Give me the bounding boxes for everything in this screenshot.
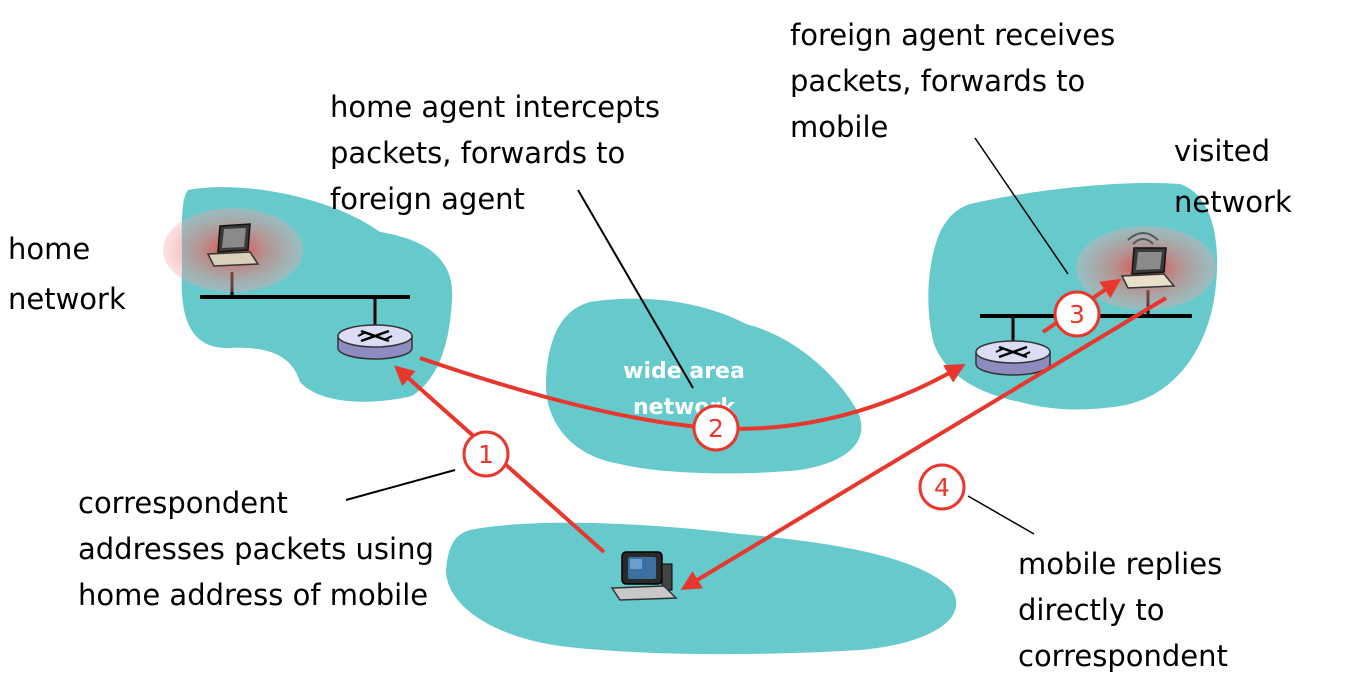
mobile-reply-note-line3: correspondent — [1018, 639, 1228, 673]
home-laptop-icon — [163, 208, 303, 292]
step-4-number: 4 — [934, 473, 950, 502]
correspondent-note-line1: correspondent — [78, 486, 288, 520]
mobile-reply-note-line1: mobile replies — [1018, 547, 1222, 581]
step-4-badge: 4 — [918, 463, 966, 511]
step-3-number: 3 — [1069, 300, 1085, 329]
correspondent-pointer-line — [345, 469, 456, 501]
home-agent-note-line1: home agent intercepts — [330, 90, 660, 124]
correspondent-note-line3: home address of mobile — [78, 578, 428, 612]
visited-network-label-line2: network — [1174, 185, 1292, 219]
foreign-agent-note-line3: mobile — [790, 110, 888, 144]
home-agent-note: home agent intercepts packets, forwards … — [330, 90, 660, 216]
step-1-badge: 1 — [462, 430, 510, 478]
foreign-agent-note: foreign agent receives packets, forwards… — [790, 18, 1115, 144]
step-3-badge: 3 — [1053, 290, 1101, 338]
step-2-badge: 2 — [692, 404, 740, 452]
foreign-agent-router-icon — [975, 340, 1051, 376]
home-agent-pointer-line — [577, 189, 694, 389]
home-network-label-line1: home — [8, 232, 90, 266]
home-agent-note-line3: foreign agent — [330, 182, 525, 216]
visited-network-label: visited network — [1174, 134, 1292, 219]
home-agent-note-line2: packets, forwards to — [330, 136, 625, 170]
foreign-agent-note-line1: foreign agent receives — [790, 18, 1115, 52]
step-1-number: 1 — [478, 440, 494, 469]
mobile-reply-pointer-line — [967, 495, 1035, 535]
foreign-agent-note-line2: packets, forwards to — [790, 64, 1085, 98]
correspondent-computer-icon — [610, 551, 678, 601]
correspondent-note-line2: addresses packets using — [78, 532, 434, 566]
home-network-label: home network — [8, 232, 126, 316]
correspondent-network-cloud — [446, 522, 957, 655]
visited-network-label-line1: visited — [1174, 134, 1270, 168]
foreign-agent-pointer-line — [974, 137, 1069, 275]
step-2-number: 2 — [708, 414, 724, 443]
arrow-4 — [680, 296, 1168, 591]
wide-area-network-cloud — [545, 298, 862, 474]
mobile-reply-note-line2: directly to — [1018, 593, 1164, 627]
home-agent-router-icon — [337, 324, 413, 360]
mobile-reply-note: mobile replies directly to correspondent — [1018, 547, 1228, 673]
correspondent-note: correspondent addresses packets using ho… — [78, 486, 434, 612]
home-network-label-line2: network — [8, 282, 126, 316]
